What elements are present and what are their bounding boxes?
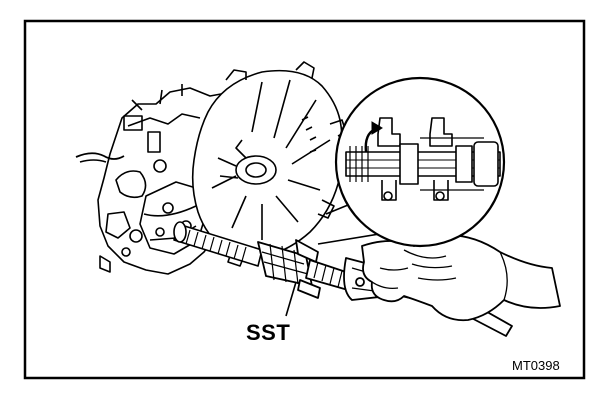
sst-label: SST [246,320,290,345]
output-shaft [173,221,263,267]
inset-mechanism [345,117,501,201]
transaxle-case [75,61,347,275]
figure-code: MT0398 [512,358,560,373]
curved-arrow-icon [364,121,383,153]
sst-leader-line [285,281,297,317]
figure-frame [23,19,586,380]
technician-hand [361,234,561,322]
